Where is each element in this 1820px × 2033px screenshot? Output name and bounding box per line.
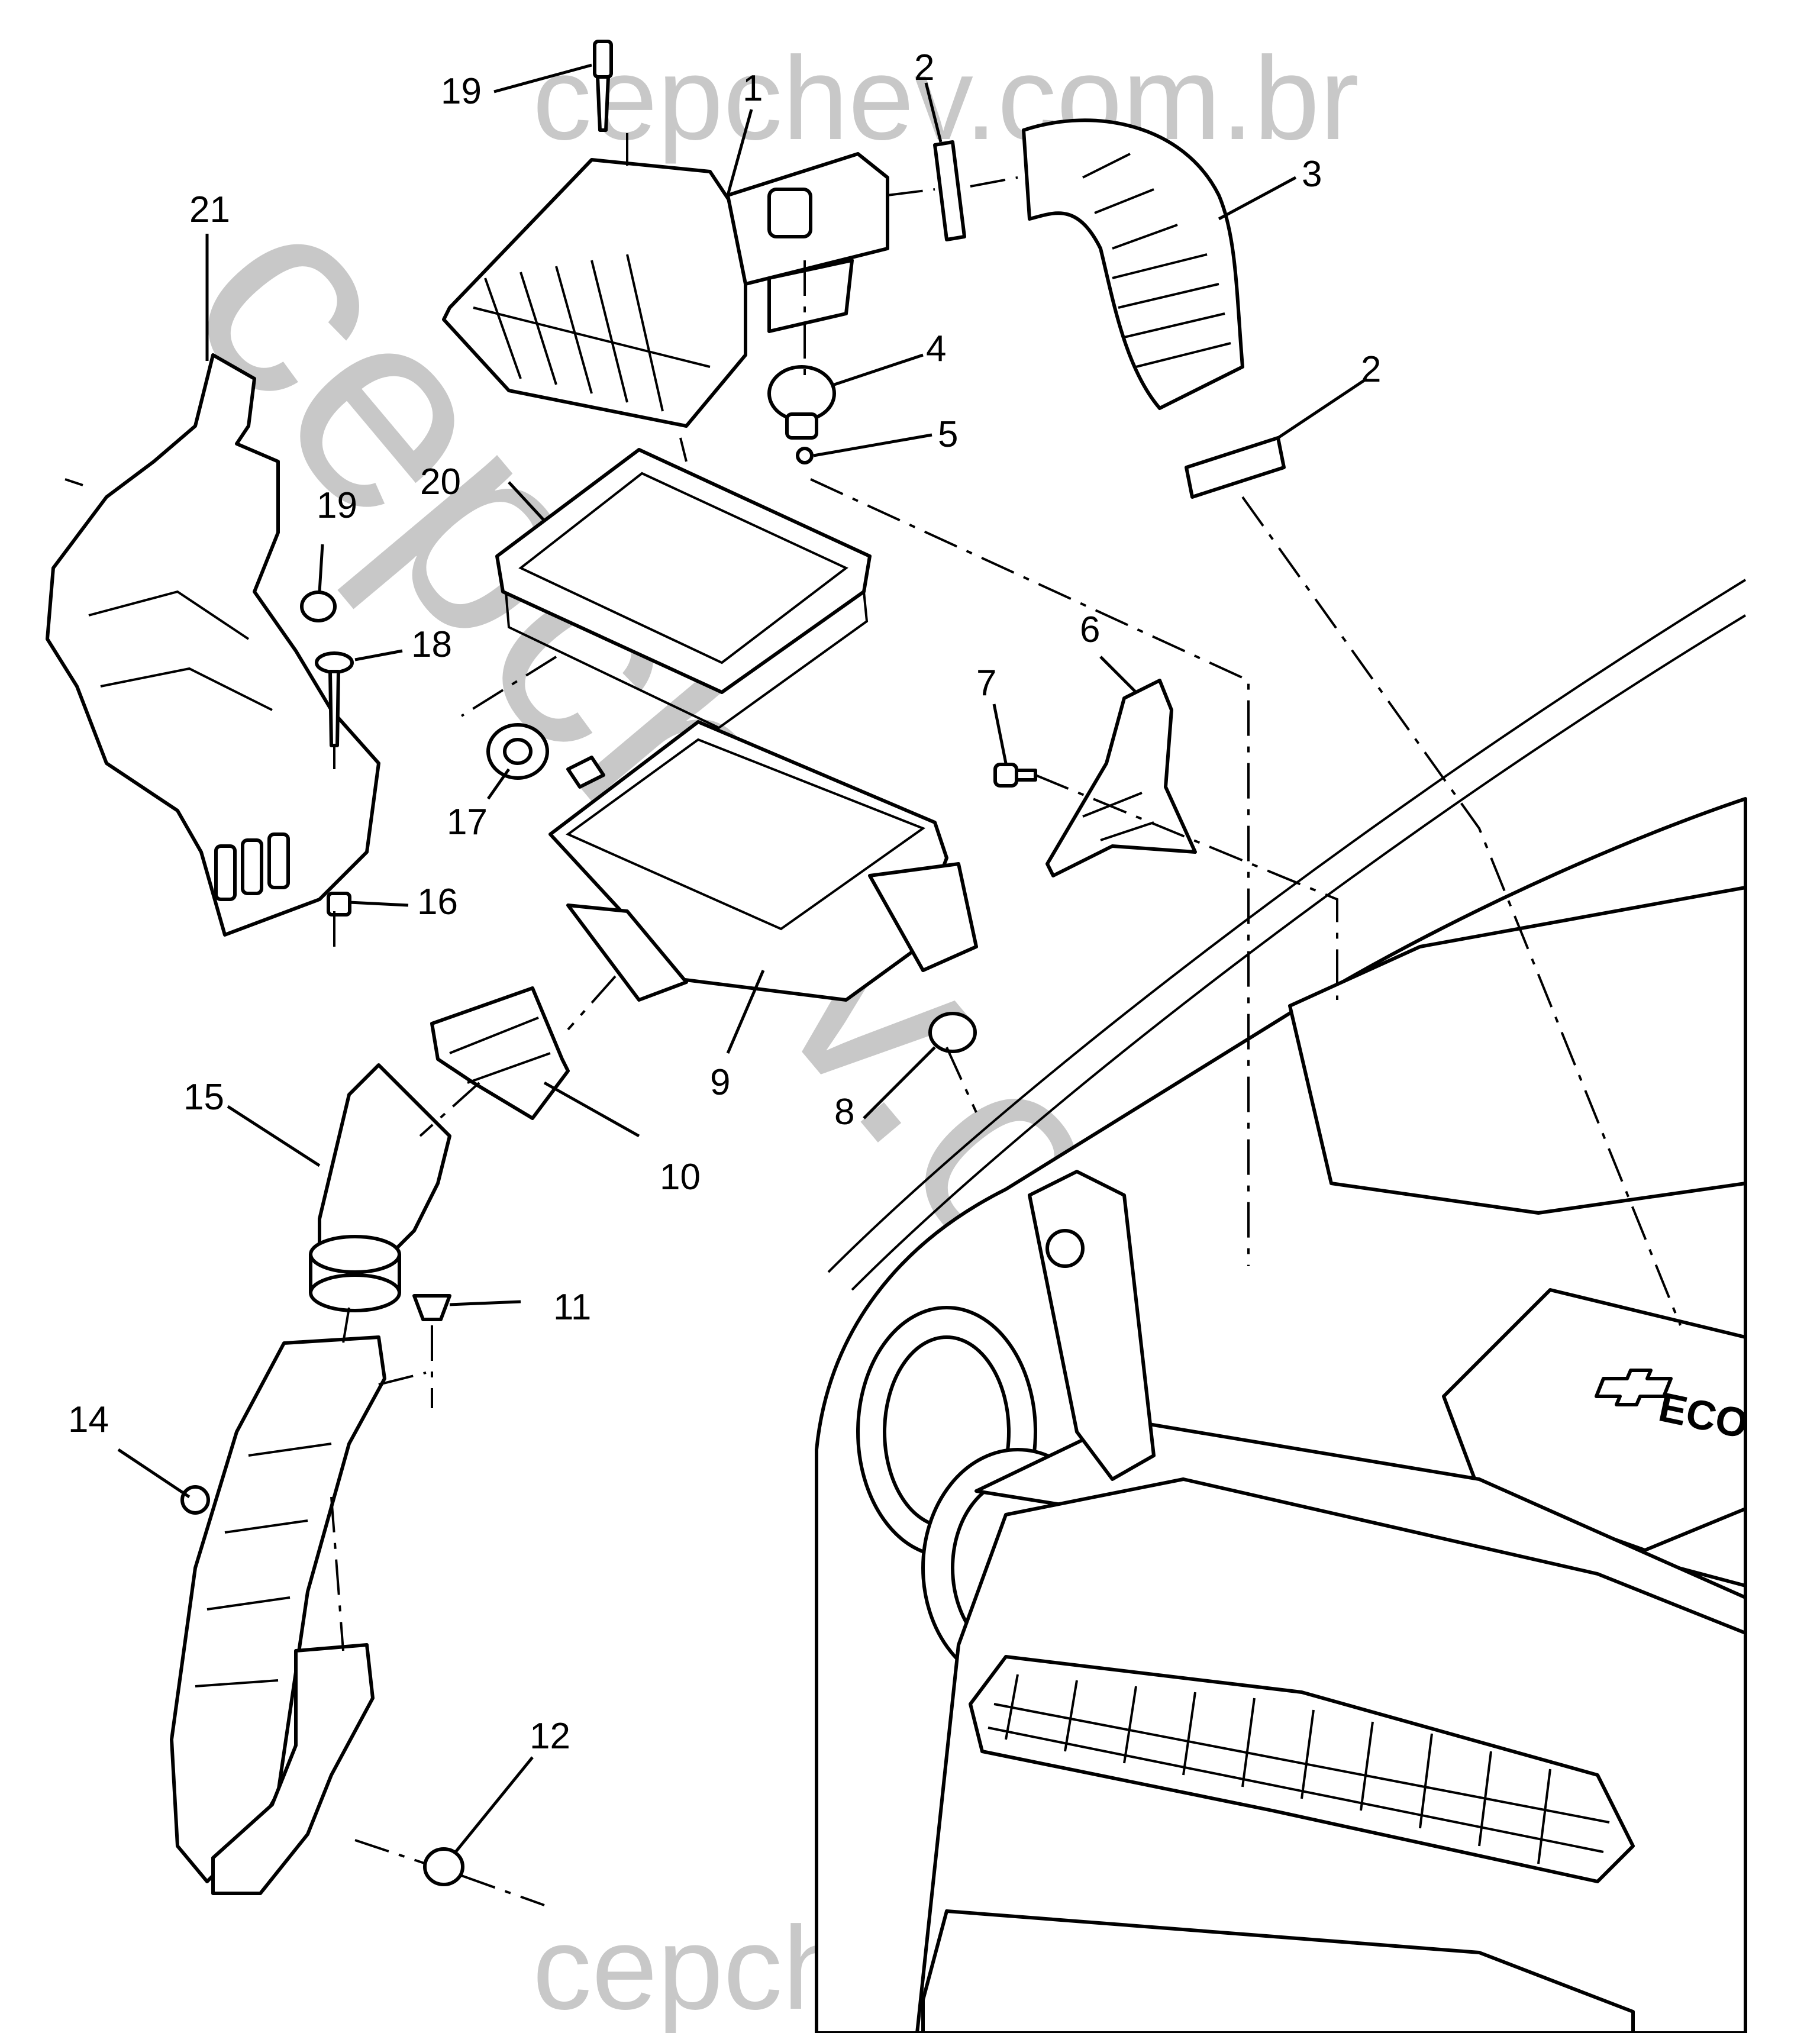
callout-7: 7 <box>976 663 996 704</box>
leader-lines <box>117 63 1368 1853</box>
callout-21: 21 <box>189 189 230 230</box>
callout-9: 9 <box>710 1062 730 1103</box>
part-18-screw <box>315 651 354 747</box>
part-6-bracket <box>1045 679 1197 877</box>
callout-22: 19 <box>441 71 482 112</box>
alignment-lines <box>64 133 1682 1906</box>
part-2-clamp-upper <box>933 140 966 241</box>
part-17-grommet <box>486 723 549 780</box>
part-12-grommet <box>423 1847 464 1886</box>
part-4-sensor <box>767 365 836 440</box>
callout-14: 14 <box>68 1399 109 1440</box>
part-8-grommet <box>928 1012 977 1053</box>
callout-2-lower: 2 <box>1361 349 1381 390</box>
part-20-air-filter <box>495 448 872 730</box>
callout-3: 3 <box>1302 154 1322 195</box>
callout-4: 4 <box>926 328 946 369</box>
part-21-air-guide <box>46 353 380 937</box>
callout-8: 8 <box>834 1092 854 1132</box>
callout-18: 18 <box>411 624 452 665</box>
part-14-plug <box>180 1485 210 1515</box>
callout-20: 20 <box>420 462 461 502</box>
callout-5: 5 <box>938 414 958 455</box>
callout-2-upper: 2 <box>914 47 934 88</box>
callout-labels: 19 1 2 3 2 4 5 21 20 19 18 6 7 17 16 9 8… <box>68 47 1381 1757</box>
callout-17: 17 <box>447 802 488 843</box>
engine-bay-illustration: ECO <box>815 579 1752 2033</box>
callout-15: 15 <box>183 1077 224 1118</box>
part-10-duct-seal <box>430 986 570 1120</box>
callout-1: 1 <box>743 68 763 109</box>
part-11-grommet <box>412 1294 451 1321</box>
part-22-screw <box>593 40 613 132</box>
part-7-bolt <box>993 763 1037 788</box>
bowtie-logo <box>1595 1369 1673 1406</box>
part-16-clip <box>327 892 351 917</box>
part-1-air-cleaner-cover <box>442 152 889 428</box>
callout-11: 11 <box>553 1287 591 1328</box>
part-15-intake-elbow <box>309 1063 451 1312</box>
part-3-outlet-duct <box>1022 118 1244 410</box>
part-2-clamp-lower <box>1185 436 1286 499</box>
callout-12: 12 <box>530 1716 570 1757</box>
callout-10: 10 <box>660 1157 701 1198</box>
callout-19: 19 <box>317 485 357 526</box>
callout-6: 6 <box>1080 609 1100 650</box>
part-5-bolt <box>796 447 814 464</box>
intake-duct <box>170 1335 386 1895</box>
part-19-push-pin <box>300 590 337 622</box>
callout-16: 16 <box>417 882 458 922</box>
part-9-air-cleaner-housing <box>548 720 978 1002</box>
